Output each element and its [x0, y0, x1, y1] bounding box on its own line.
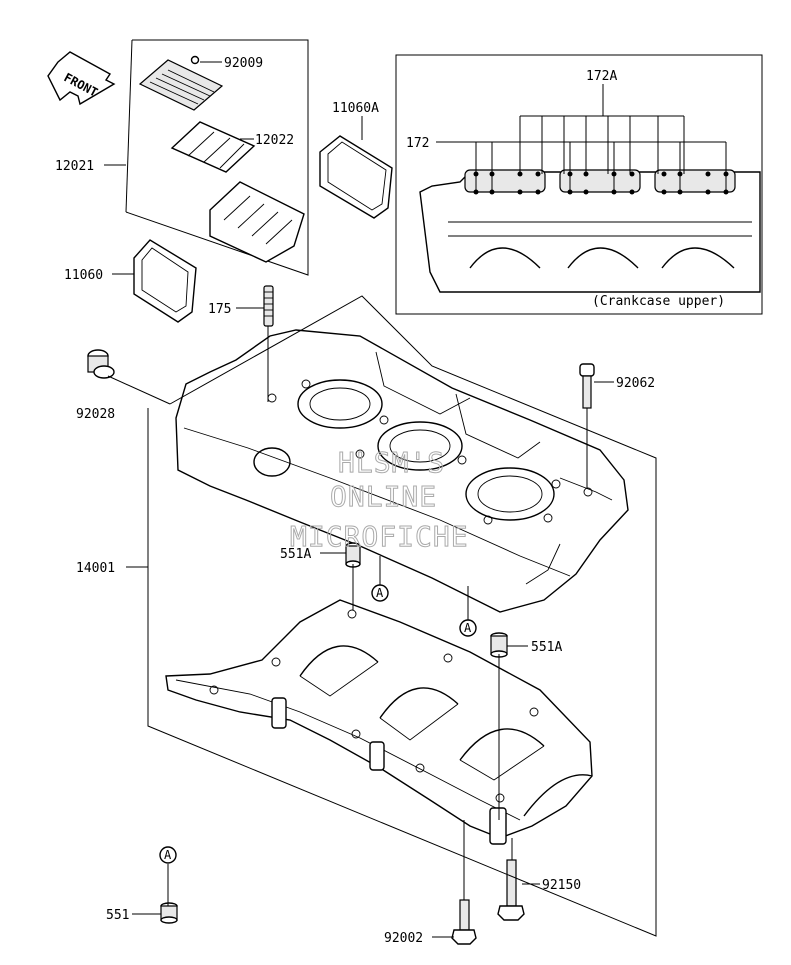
watermark-line-2: ONLINE: [330, 480, 437, 513]
callout-551: 551: [106, 908, 129, 923]
reference-marker-a: A: [459, 619, 477, 637]
bolt-92150: [497, 859, 525, 921]
crankcase-lower: [165, 599, 593, 845]
callout-12021: 12021: [55, 159, 94, 174]
reference-marker-a-label: A: [464, 621, 472, 635]
reference-marker-a: A: [371, 584, 389, 602]
reed-valve-group: [125, 39, 309, 276]
reference-marker-a: A: [159, 846, 177, 864]
stud-175: [263, 285, 274, 327]
inset-caption: (Crankcase upper): [592, 294, 725, 309]
reference-marker-a-label: A: [164, 848, 172, 862]
bushing-92028: [87, 349, 115, 379]
gasket-11060: [133, 239, 197, 323]
callout-11060: 11060: [64, 268, 103, 283]
dowel-551A-right: [490, 632, 508, 658]
leader-lines: [104, 61, 614, 938]
callout-12022: 12022: [255, 133, 294, 148]
stud-92062: [579, 363, 595, 409]
watermark-line-3: MICROFICHE: [290, 520, 469, 553]
gasket-11060A: [319, 135, 393, 219]
callout-551A-left: 551A: [280, 547, 311, 562]
assembly-bracket-14001: [147, 295, 657, 937]
callout-172: 172: [406, 136, 429, 151]
callout-14001: 14001: [76, 561, 115, 576]
callout-92009: 92009: [224, 56, 263, 71]
callout-11060A: 11060A: [332, 101, 379, 116]
callout-172A: 172A: [586, 69, 617, 84]
front-arrow-icon: FRONT: [47, 51, 116, 106]
watermark: HLSM'S ONLINE MICROFICHE: [290, 446, 469, 554]
watermark-line-1: HLSM'S: [338, 446, 445, 479]
callout-551A-right: 551A: [531, 640, 562, 655]
dowel-551: [160, 902, 178, 924]
inset-crankcase-upper: [395, 54, 763, 315]
callout-92002: 92002: [384, 931, 423, 946]
crankcase-upper: [175, 329, 629, 613]
reference-marker-a-label: A: [376, 586, 384, 600]
bolt-92002: [451, 899, 477, 945]
callout-175: 175: [208, 302, 231, 317]
callout-92150: 92150: [542, 878, 581, 893]
callout-92062: 92062: [616, 376, 655, 391]
callout-92028: 92028: [76, 407, 115, 422]
